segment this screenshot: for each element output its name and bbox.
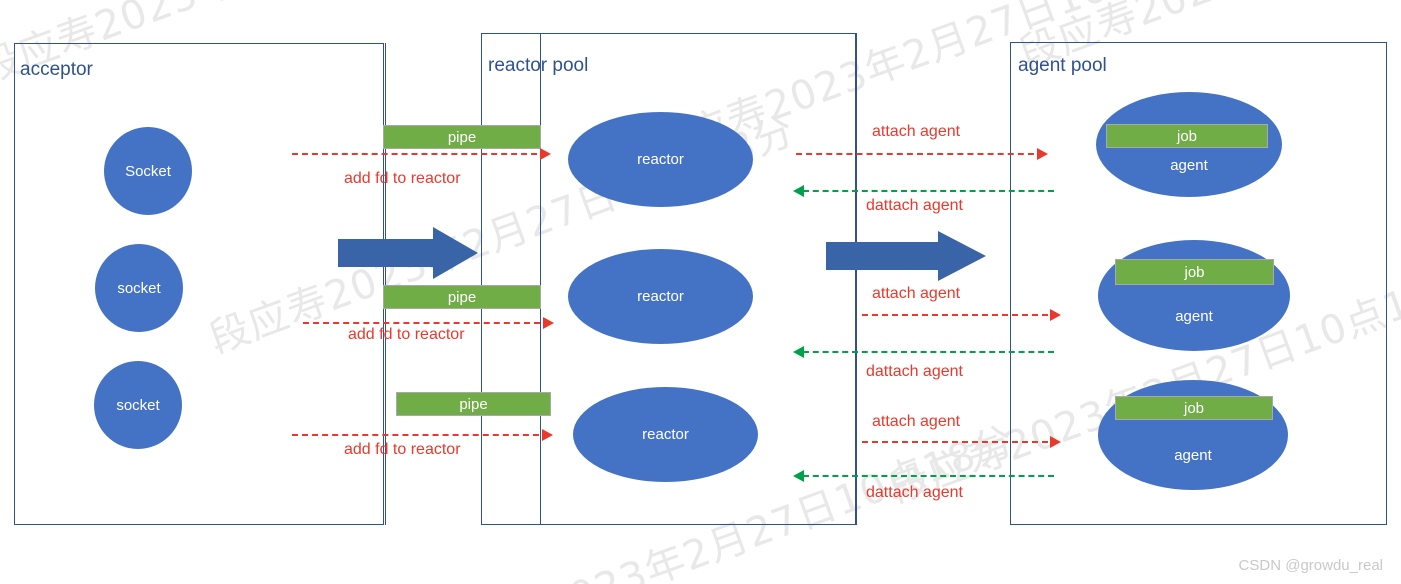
attach-agent-label: attach agent <box>872 285 961 302</box>
dattach-agent-arrow-head-icon <box>793 346 804 358</box>
pipe-bar[interactable]: pipe <box>396 392 551 416</box>
reactor-label: reactor <box>637 288 684 305</box>
add-fd-arrow-head-icon <box>540 148 551 160</box>
group-title-acceptor: acceptor <box>20 59 93 80</box>
dattach-agent-arrow-line <box>803 351 1054 353</box>
group-title-reactor-pool: reactor pool <box>488 55 589 76</box>
dattach-agent-arrow-head-icon <box>793 470 804 482</box>
attach-agent-arrow-line <box>862 314 1058 316</box>
attach-agent-arrow-head-icon <box>1050 309 1061 321</box>
add-fd-arrow-line <box>292 153 547 155</box>
socket-label: socket <box>117 279 161 297</box>
guide-line-reactor-right <box>856 33 857 525</box>
socket-node[interactable]: Socket <box>104 127 192 215</box>
add-fd-arrow-head-icon <box>543 317 554 329</box>
dattach-agent-arrow-head-icon <box>793 185 804 197</box>
job-bar[interactable]: job <box>1115 259 1274 285</box>
socket-node[interactable]: socket <box>94 361 182 449</box>
dattach-agent-label: dattach agent <box>866 484 963 501</box>
job-bar[interactable]: job <box>1106 124 1268 148</box>
add-fd-arrow-head-icon <box>542 429 553 441</box>
socket-node[interactable]: socket <box>95 244 183 332</box>
group-title-agent-pool: agent pool <box>1018 55 1107 76</box>
dattach-agent-arrow-line <box>803 475 1054 477</box>
group-box-reactor-pool <box>481 33 856 525</box>
attach-agent-label: attach agent <box>872 123 961 140</box>
job-bar[interactable]: job <box>1115 396 1273 420</box>
dattach-agent-label: dattach agent <box>866 363 963 380</box>
csdn-credit: CSDN @growdu_real <box>1238 557 1383 574</box>
reactor-node[interactable]: reactor <box>568 112 753 207</box>
add-fd-label: add fd to reactor <box>348 326 465 343</box>
attach-agent-arrow-head-icon <box>1050 436 1061 448</box>
reactor-label: reactor <box>642 426 689 443</box>
flow-arrow-reactor-to-agent-icon <box>826 231 986 281</box>
guide-line-acceptor-right <box>385 43 386 525</box>
pipe-bar[interactable]: pipe <box>383 285 541 309</box>
dattach-agent-label: dattach agent <box>866 197 963 214</box>
guide-line-agent-left <box>1010 42 1011 525</box>
add-fd-arrow-line <box>303 322 550 324</box>
socket-label: socket <box>116 396 160 414</box>
add-fd-label: add fd to reactor <box>344 441 461 458</box>
pipe-bar[interactable]: pipe <box>383 125 541 149</box>
agent-label: agent <box>1174 447 1212 464</box>
agent-label: agent <box>1175 308 1213 325</box>
socket-label: Socket <box>125 162 171 180</box>
attach-agent-arrow-head-icon <box>1037 148 1048 160</box>
reactor-node[interactable]: reactor <box>573 387 758 482</box>
reactor-label: reactor <box>637 151 684 168</box>
guide-line-reactor-left <box>540 33 541 525</box>
group-box-acceptor <box>14 43 384 525</box>
add-fd-arrow-line <box>292 434 549 436</box>
flow-arrow-acceptor-to-reactor-icon <box>338 227 478 279</box>
agent-label: agent <box>1170 157 1208 174</box>
attach-agent-arrow-line <box>796 153 1044 155</box>
attach-agent-arrow-line <box>862 441 1058 443</box>
reactor-node[interactable]: reactor <box>568 249 753 344</box>
dattach-agent-arrow-line <box>803 190 1054 192</box>
add-fd-label: add fd to reactor <box>344 170 461 187</box>
agent-node[interactable]: agent <box>1098 240 1290 351</box>
attach-agent-label: attach agent <box>872 413 961 430</box>
